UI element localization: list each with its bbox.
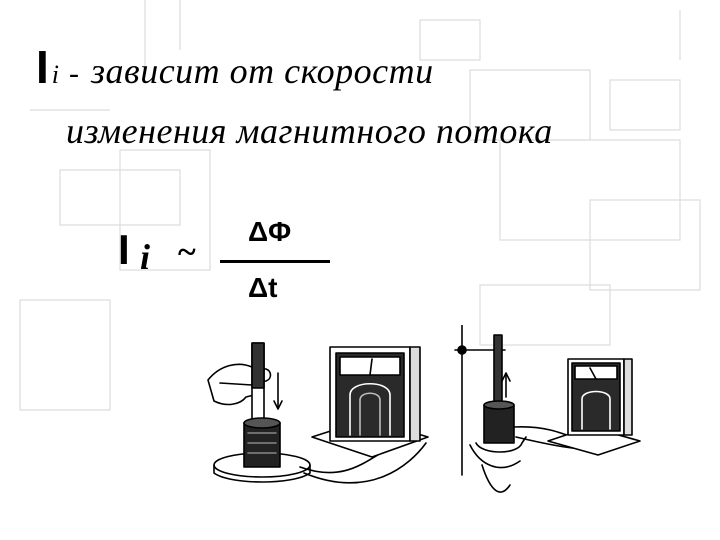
heading-dash: - <box>69 57 80 90</box>
formula-denominator: Δt <box>248 272 278 303</box>
formula-numerator: ΔΦ <box>248 216 292 247</box>
current-symbol: I <box>36 41 49 93</box>
formula-symbol: I <box>118 226 130 273</box>
current-subscript: i <box>51 60 60 89</box>
heading-text-1: зависит от скорости <box>91 51 434 91</box>
heading-line-1: I i - зависит от скорости <box>36 44 696 92</box>
induction-experiment-illustration <box>207 325 641 493</box>
right-galvanometer-illustration <box>547 358 641 456</box>
heading-text-2: изменения магнитного потока <box>66 111 553 151</box>
left-galvanometer-illustration <box>311 346 429 458</box>
right-coil-illustration <box>469 400 527 493</box>
hand-with-magnet-illustration <box>207 342 283 434</box>
formula-subscript: i <box>140 237 151 277</box>
formula: I i ~ ΔΦ Δt <box>118 216 348 316</box>
left-coil-illustration <box>213 417 311 483</box>
fraction-bar <box>220 260 330 263</box>
heading: I i - зависит от скорости изменения магн… <box>36 44 696 151</box>
formula-relation: ~ <box>178 234 196 271</box>
